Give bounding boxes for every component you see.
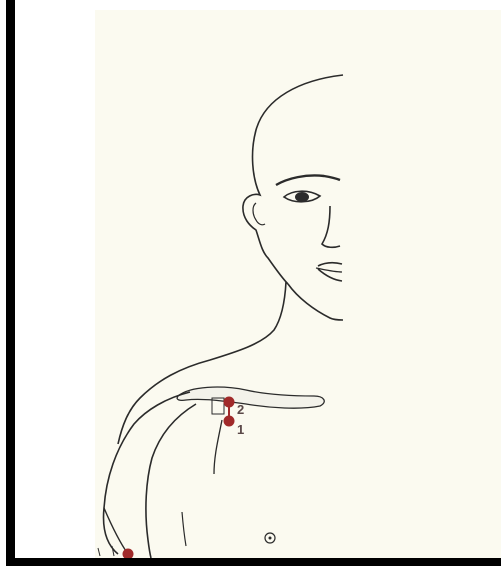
arm-lower-outline: [104, 508, 128, 554]
eye-pupil: [295, 192, 309, 202]
arm-inner-outline: [146, 404, 196, 558]
pectoral-line: [182, 512, 186, 546]
nose: [322, 206, 340, 247]
nipple-center: [269, 537, 272, 540]
frame-border-left: [6, 0, 15, 566]
chest-line: [214, 420, 222, 474]
ear-detail: [253, 203, 265, 225]
point-label-1: 1: [237, 422, 244, 437]
eyebrow: [276, 175, 340, 185]
neck-outline: [118, 282, 286, 444]
frame-border-bottom: [8, 558, 501, 566]
acupoint-2: [224, 397, 235, 408]
jaw-outline: [288, 284, 343, 320]
mouth-upper-lip: [318, 263, 342, 266]
point-label-2: 2: [237, 402, 244, 417]
clavicle: [177, 387, 324, 408]
head-outline: [243, 75, 343, 284]
acupoint-1: [224, 416, 235, 427]
